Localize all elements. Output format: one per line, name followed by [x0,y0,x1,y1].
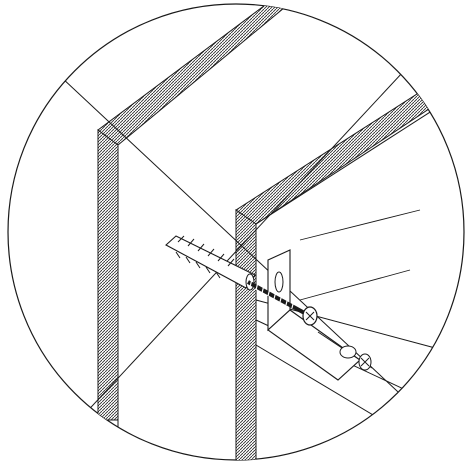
detached-screw [317,331,373,371]
screw [247,278,318,326]
l-bracket [267,249,361,381]
wall-panel-front [97,4,332,460]
